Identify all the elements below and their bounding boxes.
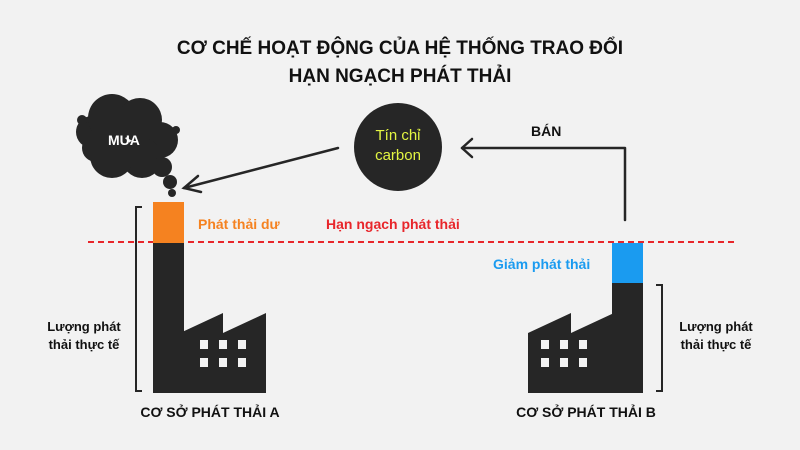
buy-label: MUA (108, 132, 140, 148)
factory-a (153, 202, 266, 393)
quota-label: Hạn ngạch phát thải (326, 216, 460, 232)
reduced-emission-label: Giảm phát thải (493, 256, 591, 272)
actual-emission-a-label: Lượng phát thải thực tế (36, 318, 132, 354)
sell-label: BÁN (531, 123, 562, 139)
actual-emission-a-line-1: Lượng phát (47, 319, 121, 334)
title-line-2: HẠN NGẠCH PHÁT THẢI (288, 66, 512, 87)
actual-emission-b-label: Lượng phát thải thực tế (668, 318, 764, 354)
title-line-1: CƠ CHẾ HOẠT ĐỘNG CỦA HỆ THỐNG TRAO ĐỔI (176, 38, 624, 59)
carbon-credit-line-2: carbon (375, 147, 421, 164)
excess-emission-label: Phát thải dư (198, 216, 280, 232)
facility-a-label: CƠ SỞ PHÁT THẢI A (140, 404, 280, 420)
carbon-credit-line-1: Tín chỉ (375, 127, 421, 144)
carbon-credit-circle (354, 103, 442, 191)
actual-emission-b-line-1: Lượng phát (679, 319, 753, 334)
factory-b-windows (541, 340, 587, 367)
sell-arrow (460, 137, 627, 222)
actual-emission-a-line-2: thải thực tế (48, 337, 120, 352)
facility-b-label: CƠ SỞ PHÁT THẢI B (516, 404, 656, 420)
bracket-a (135, 206, 142, 392)
actual-emission-b-line-2: thải thực tế (680, 337, 752, 352)
buy-arrow (181, 146, 340, 194)
carbon-credit-label: Tín chỉ carbon (354, 126, 442, 166)
factory-b (528, 243, 643, 393)
bracket-b (656, 284, 663, 392)
excess-emission-bar (153, 202, 184, 243)
reduced-emission-bar (612, 243, 643, 283)
factory-a-windows (200, 340, 246, 367)
smoke-cloud (76, 94, 180, 197)
